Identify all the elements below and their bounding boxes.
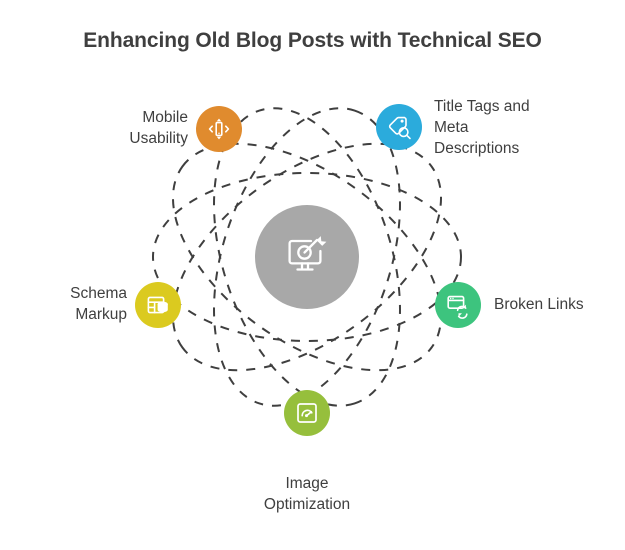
hub-node-central[interactable] <box>255 205 359 309</box>
tag-magnifier-icon <box>385 113 413 141</box>
node-image-optimization[interactable] <box>284 390 330 436</box>
node-schema-markup[interactable] <box>135 282 181 328</box>
mobile-responsive-icon <box>205 115 233 143</box>
node-label-schema-markup: Schema Markup <box>70 285 127 323</box>
browser-refresh-icon <box>444 291 472 319</box>
node-title-tags-meta-descriptions[interactable] <box>376 104 422 150</box>
orbit-path-5 <box>213 107 401 407</box>
orbit-path-1 <box>152 172 462 342</box>
node-label-image-optimization: Image Optimization <box>263 475 351 513</box>
node-label-mobile-usability: Mobile Usability <box>129 109 188 147</box>
node-label-title-tags-meta-descriptions: Title Tags and Meta Descriptions <box>434 98 530 157</box>
table-database-icon <box>144 291 172 319</box>
orbit-path-2 <box>213 107 401 407</box>
orbit-path-3 <box>171 142 443 372</box>
page-title: Enhancing Old Blog Posts with Technical … <box>83 29 542 52</box>
orbit-path-4 <box>171 142 443 372</box>
speed-gauge-icon <box>293 399 321 427</box>
node-mobile-usability[interactable] <box>196 106 242 152</box>
node-broken-links[interactable] <box>435 282 481 328</box>
node-label-broken-links: Broken Links <box>494 296 584 313</box>
monitor-target-arrow-icon <box>280 228 334 287</box>
